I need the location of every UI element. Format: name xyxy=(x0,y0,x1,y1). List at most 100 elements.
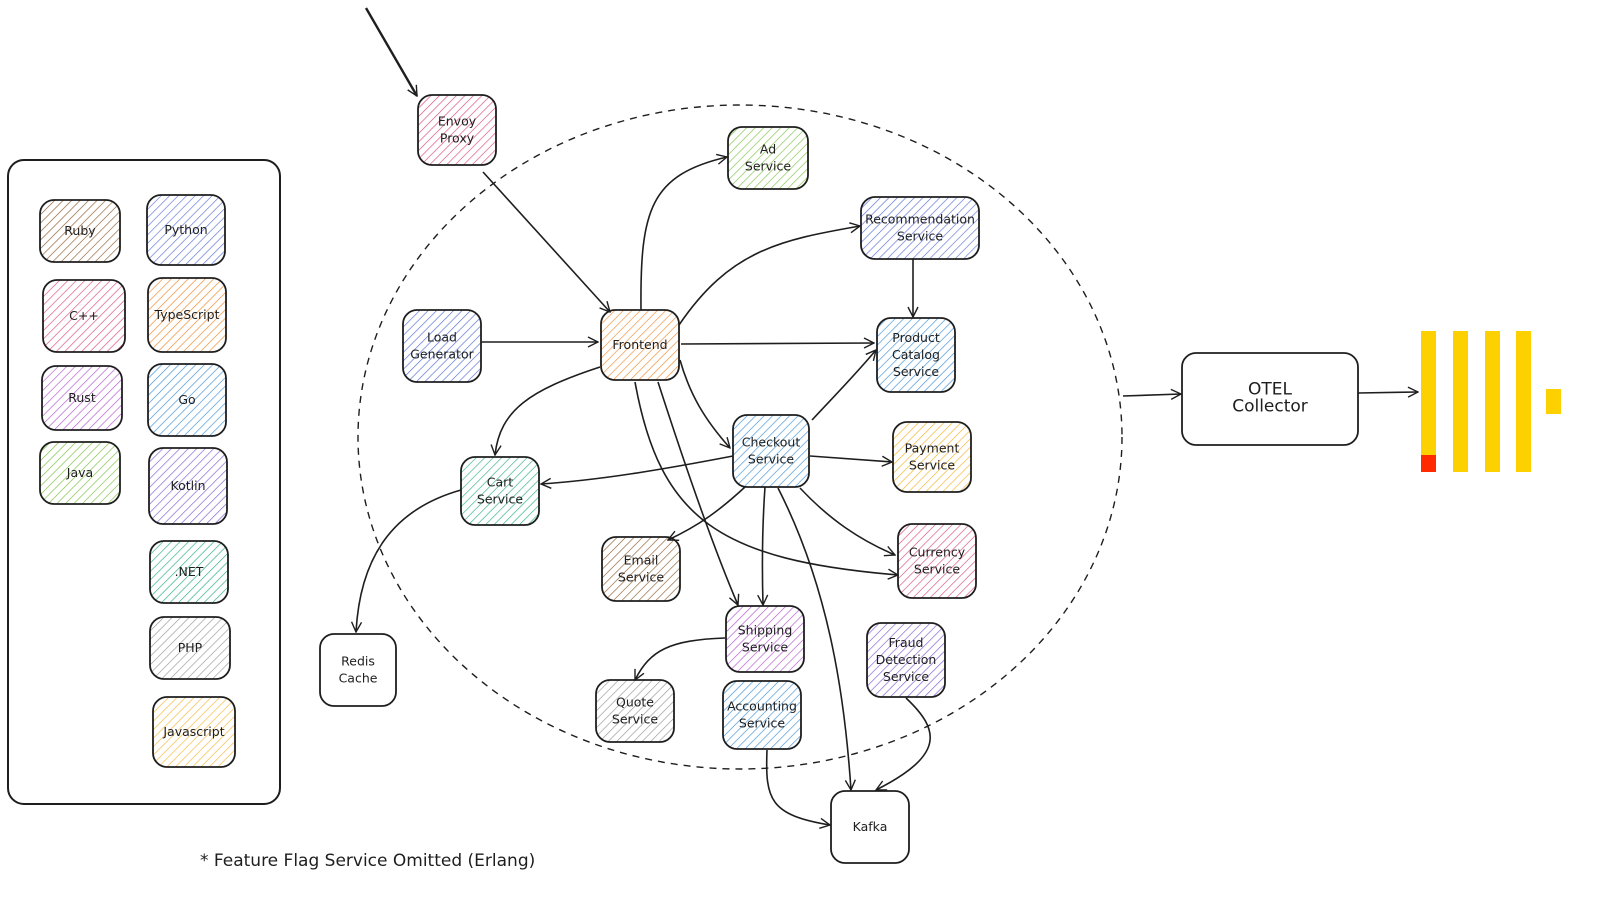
node-fraud-detection-label: Service xyxy=(883,669,930,684)
edge-otel-collector-to-backend xyxy=(1357,392,1418,393)
observability-backend-logo xyxy=(1421,331,1561,472)
node-envoy-label: Proxy xyxy=(440,131,475,146)
legend-label: Javascript xyxy=(162,724,224,739)
edge-checkout-to-payment xyxy=(809,455,892,462)
node-shipping-label: Service xyxy=(742,640,789,655)
node-ad-box xyxy=(727,126,809,190)
node-cart-label: Cart xyxy=(487,475,514,490)
legend-item-ruby: Ruby xyxy=(39,199,121,263)
logo-bar xyxy=(1485,331,1500,472)
node-cart-label: Service xyxy=(477,492,524,507)
node-product-catalog-box xyxy=(876,317,956,393)
node-frontend-label: Frontend xyxy=(612,337,667,352)
edge-shipping-to-quote xyxy=(634,637,726,680)
node-frontend-box xyxy=(600,309,680,381)
node-cart-box xyxy=(460,456,540,526)
node-redis-label: Cache xyxy=(339,671,378,686)
legend-item-javascript: Javascript xyxy=(152,696,236,768)
node-redis-label: Redis xyxy=(341,654,375,669)
node-product-catalog-label: Catalog xyxy=(892,347,940,362)
edge-checkout-to-email xyxy=(668,486,746,540)
node-product-catalog-label: Service xyxy=(893,364,940,379)
legend-label: PHP xyxy=(178,640,203,655)
node-payment-label: Service xyxy=(909,458,956,473)
node-recommendation-label: Recommendation xyxy=(865,212,975,227)
node-envoy-box xyxy=(417,94,497,166)
edge-frontend-to-currency xyxy=(634,381,898,575)
node-email-box xyxy=(601,536,681,602)
edge-cart-to-redis xyxy=(356,489,462,632)
node-quote-label: Service xyxy=(612,712,659,727)
node-shipping-box xyxy=(725,605,805,673)
node-email-label: Email xyxy=(624,553,659,568)
node-checkout-label: Checkout xyxy=(742,435,801,450)
node-fraud-detection-label: Detection xyxy=(876,652,937,667)
node-currency-label: Currency xyxy=(909,545,966,560)
legend-label: Kotlin xyxy=(171,478,206,493)
legend-item-dotnet: .NET xyxy=(149,540,229,604)
node-email-label: Service xyxy=(618,570,665,585)
legend-item-typescript: TypeScript xyxy=(147,277,227,353)
node-quote-box xyxy=(595,679,675,743)
node-kafka-box xyxy=(830,790,910,864)
node-quote-label: Quote xyxy=(616,695,654,710)
node-otel-collector-label: OTEL xyxy=(1248,380,1293,400)
legend-label: Java xyxy=(66,465,93,480)
edge-frontend-to-checkout xyxy=(679,359,730,448)
node-recommendation-box xyxy=(860,196,980,260)
node-frontend[interactable]: Frontend xyxy=(600,309,680,381)
legend-item-rust: Rust xyxy=(41,365,123,431)
footnote: * Feature Flag Service Omitted (Erlang) xyxy=(200,851,535,871)
legend-item-php: PHP xyxy=(149,616,231,680)
node-checkout-box xyxy=(732,414,810,488)
legend-item-python: Python xyxy=(146,194,226,266)
legend-label: .NET xyxy=(175,564,204,579)
node-shipping-label: Shipping xyxy=(738,623,793,638)
edge-frontend-to-ad xyxy=(640,157,727,311)
legend-label: Python xyxy=(164,222,207,237)
legend-item-cpp: C++ xyxy=(42,279,126,353)
edge-checkout-to-kafka xyxy=(777,487,851,790)
edge-external-to-envoy xyxy=(364,7,419,96)
legend-item-go: Go xyxy=(147,363,227,437)
edge-accounting-to-kafka xyxy=(765,749,830,825)
node-ad-label: Ad xyxy=(760,142,776,157)
edge-checkout-to-product-catalog xyxy=(811,350,876,421)
node-accounting-box xyxy=(722,680,802,750)
node-accounting-label: Accounting xyxy=(727,699,797,714)
edge-fraud-detection-to-kafka xyxy=(876,697,931,791)
legend-item-java: Java xyxy=(39,441,121,505)
edge-checkout-to-shipping xyxy=(762,486,765,605)
node-fraud-detection-label: Fraud xyxy=(889,635,924,650)
legend-label: C++ xyxy=(69,308,99,323)
edge-envoy-to-frontend xyxy=(482,171,610,312)
logo-accent xyxy=(1421,455,1436,472)
logo-dot xyxy=(1546,389,1561,414)
cluster-boundary xyxy=(357,104,1123,770)
logo-bar xyxy=(1453,331,1468,472)
node-recommendation-label: Service xyxy=(897,229,944,244)
node-kafka[interactable]: Kafka xyxy=(830,790,910,864)
edge-checkout-to-cart xyxy=(541,455,734,484)
node-otel-collector-label: Collector xyxy=(1232,397,1308,417)
node-redis-box xyxy=(319,633,397,707)
edge-frontend-to-shipping xyxy=(657,381,738,605)
node-load-generator-box xyxy=(402,309,482,383)
